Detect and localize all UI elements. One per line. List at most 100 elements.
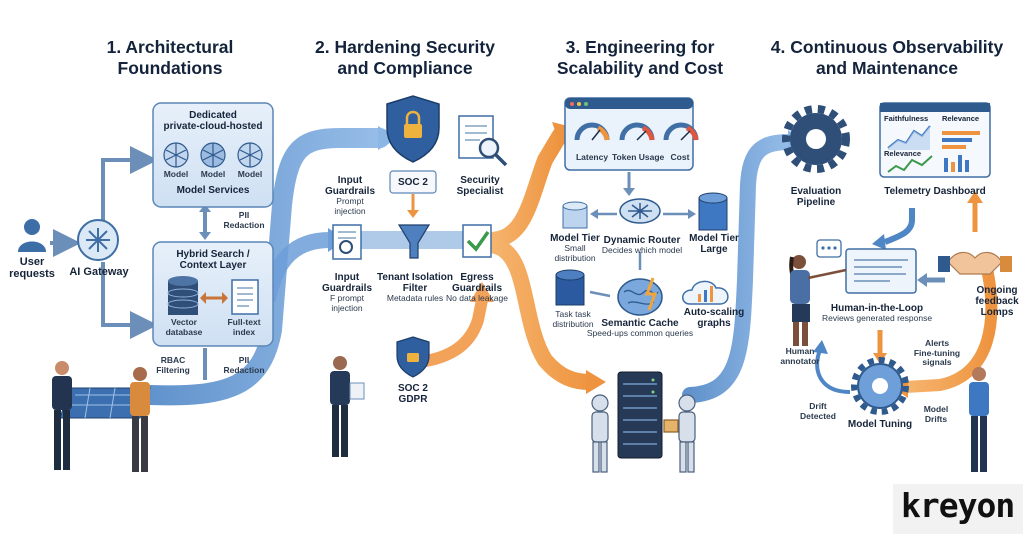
dedicated-line1: Dedicated xyxy=(189,110,237,121)
arrowhead xyxy=(688,209,696,219)
soc2-badge xyxy=(389,170,437,194)
arrowhead xyxy=(872,234,886,250)
pii-redaction-top: PII Redaction xyxy=(214,210,274,230)
input-guardrails-top-sub: Prompt injection xyxy=(334,196,366,216)
rbac-line1: RBAC xyxy=(160,355,186,365)
dedicated-label: Dedicated private-cloud-hosted xyxy=(153,110,273,132)
fulltext-line2: index xyxy=(232,326,256,337)
input-guardrails-sub: F prompt injection xyxy=(329,293,364,313)
tenant-isolation-sub: Metadata rules xyxy=(386,293,444,304)
model-drifts-line2: Drifts xyxy=(924,413,948,424)
model-services-label: Model Services xyxy=(176,185,250,196)
gauge-label-cost: Cost xyxy=(670,152,690,162)
model-label-3: Model xyxy=(237,169,263,179)
sync-arrow-icon xyxy=(222,292,228,304)
arrowhead xyxy=(590,209,598,219)
user-requests-label: User requests xyxy=(4,256,60,281)
band-arrowhead xyxy=(586,370,606,394)
dashboard-label-faithfulness: Faithfulness xyxy=(884,114,929,123)
rbac-line2: Filtering xyxy=(156,364,190,375)
server-rack-icon xyxy=(617,371,663,459)
section-title-1-line2: Foundations xyxy=(117,58,223,79)
arrowhead xyxy=(623,188,635,196)
security-specialist-label: Security Specialist xyxy=(444,175,516,197)
section-title-2-line1: 2. Hardening Security xyxy=(315,37,495,57)
egress-guardrails-line1: Egress xyxy=(460,272,494,283)
ongoing-feedback-line2: feedback xyxy=(975,296,1019,308)
fulltext-label: Full-text index xyxy=(218,317,270,337)
model-net-icon xyxy=(163,142,263,168)
security-specialist-line2: Specialist xyxy=(456,186,504,198)
architects-figures xyxy=(52,361,151,472)
input-guardrails-top-line1: Input xyxy=(337,175,363,186)
semantic-cache-label: Semantic Cache Speed-ups common queries xyxy=(580,318,700,339)
hitl-sub: Reviews generated response xyxy=(821,313,933,324)
input-guardrails-line1: Input xyxy=(334,272,360,283)
model-drifts-line1: Model xyxy=(923,404,949,414)
dashboard-charts xyxy=(887,125,980,173)
router-icon xyxy=(619,198,661,224)
handshake-icon xyxy=(938,251,1012,275)
input-guardrails-top-line2: Guardrails xyxy=(324,186,376,198)
dedicated-line2: private-cloud-hosted xyxy=(163,121,263,133)
dashboard-to-hitl-arrow xyxy=(883,208,915,245)
dynamic-router-label: Dynamic Router Decides which model xyxy=(596,235,688,256)
gauge-icon xyxy=(574,122,699,141)
section-title-4-line1: 4. Continuous Observability xyxy=(770,37,1004,57)
user-requests-line2: requests xyxy=(9,268,55,281)
alerts-label: Alerts Fine-tuning signals xyxy=(906,338,968,368)
kreyon-logo: kreyon xyxy=(893,484,1023,534)
s1-connectors xyxy=(50,146,207,380)
security-specialist-line1: Security xyxy=(460,175,500,186)
arrowhead xyxy=(917,273,927,287)
hybrid-search-label: Hybrid Search / Context Layer xyxy=(153,249,273,271)
semantic-cache-title: Semantic Cache xyxy=(601,318,679,329)
section-title-3: 3. Engineering for Scalability and Cost xyxy=(540,37,740,80)
pii-redaction-top-line1: PII xyxy=(238,210,250,220)
evaluation-pipeline-line2: Pipeline xyxy=(796,197,836,209)
engineer-figure xyxy=(969,367,989,472)
section-title-1-line1: 1. Architectural xyxy=(106,37,234,57)
rbac-label: RBAC Filtering xyxy=(148,355,198,375)
ongoing-feedback-label: Ongoing feedback Lomps xyxy=(970,285,1024,319)
dashboard-titlebar xyxy=(880,103,990,112)
model-tier-small-title: Model Tier xyxy=(550,233,600,244)
model-tier-large-line1: Model Tier xyxy=(689,233,739,244)
document-icon xyxy=(231,279,259,315)
evaluation-pipeline-line1: Evaluation xyxy=(790,186,842,197)
human-annotator-line2: annotator xyxy=(780,355,820,366)
tuning-loop-arrow xyxy=(815,349,851,394)
shield-lock-icon xyxy=(386,95,440,163)
section-title-3-line2: Scalability and Cost xyxy=(556,58,724,79)
alerts-line2: Fine-tuning xyxy=(913,347,961,358)
section-title-4: 4. Continuous Observability and Maintena… xyxy=(752,37,1022,80)
arrowhead xyxy=(813,340,828,354)
ongoing-feedback-line1: Ongoing xyxy=(976,285,1018,296)
telemetry-dashboard-label: Telemetry Dashboard xyxy=(884,186,986,197)
egress-guardrails-label: Egress Guardrails No data leakage xyxy=(442,272,512,304)
model-tier-large-line2: Large xyxy=(700,244,728,256)
egress-guardrails-sub: No data leakage xyxy=(446,293,508,304)
evaluation-pipeline-label: Evaluation Pipeline xyxy=(780,186,852,208)
ongoing-feedback-line3: Lomps xyxy=(980,307,1014,319)
shield-lock-icon xyxy=(396,336,430,378)
evaluation-gear-icon xyxy=(782,105,850,173)
alerts-line1: Alerts xyxy=(924,338,950,348)
section-title-3-line1: 3. Engineering for xyxy=(565,37,715,57)
hitl-title: Human-in-the-Loop xyxy=(830,303,924,314)
alerts-line3: signals xyxy=(922,357,952,368)
drift-detected-line2: Detected xyxy=(800,410,836,421)
ai-gateway-label: AI Gateway xyxy=(69,266,129,278)
egress-guardrails-line2: Guardrails xyxy=(451,283,503,295)
model-drifts-label: Model Drifts xyxy=(914,404,958,424)
section-title-2-line2: and Compliance xyxy=(337,58,473,79)
vector-db-line1: Vector xyxy=(171,317,197,327)
autoscaling-cloud-icon xyxy=(682,280,729,305)
task-database-icon xyxy=(555,269,585,306)
band-arrowhead xyxy=(470,282,494,302)
soc2-gdpr-label: SOC 2 GDPR xyxy=(388,383,438,405)
router-connectors xyxy=(595,212,690,270)
egress-check-icon xyxy=(462,224,492,258)
hitl-review-screen xyxy=(845,248,917,294)
